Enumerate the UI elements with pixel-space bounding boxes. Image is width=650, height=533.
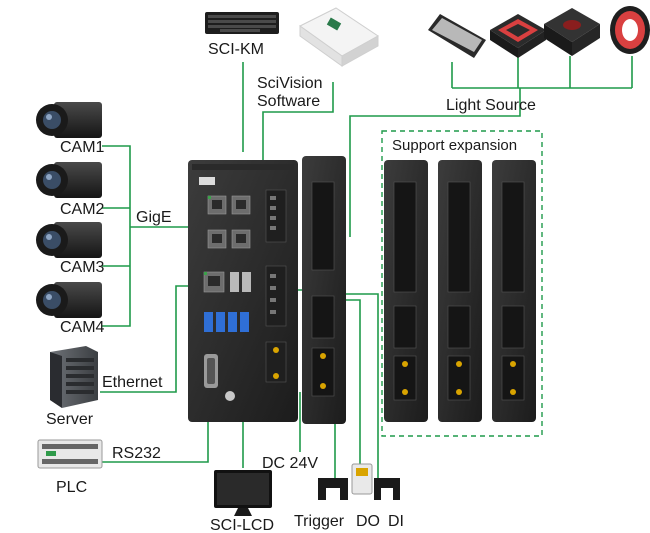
di-sensor-icon	[374, 478, 400, 500]
label-light-source: Light Source	[446, 97, 536, 114]
controller-unit	[188, 160, 298, 422]
label-di: DI	[388, 513, 404, 530]
square-ring-light-icon	[490, 14, 546, 58]
camera-icon-1	[36, 102, 102, 138]
support-expansion-box	[381, 130, 543, 437]
dome-light-icon	[544, 8, 600, 56]
label-dc24v: DC 24V	[262, 455, 318, 472]
server-icon	[50, 346, 98, 408]
label-software: Software	[257, 93, 320, 110]
io-module-attached	[302, 156, 346, 424]
expansion-module-3	[492, 160, 536, 422]
label-cam2: CAM2	[60, 201, 105, 218]
label-server: Server	[46, 411, 94, 428]
ring-light-icon	[610, 6, 650, 54]
label-rs232: RS232	[112, 445, 161, 462]
camera-icon-2	[36, 162, 102, 198]
line-light-bus	[451, 56, 633, 89]
line-light-source	[349, 88, 521, 237]
text-labels: SCI-KM SciVision Software Light Source S…	[46, 41, 536, 533]
label-plc: PLC	[56, 479, 87, 496]
line-scivision	[262, 82, 334, 168]
camera-icon-4	[36, 282, 102, 318]
label-cam4: CAM4	[60, 319, 105, 336]
expansion-module-1	[384, 160, 428, 422]
plc-icon	[37, 439, 103, 469]
label-cam1: CAM1	[60, 139, 105, 156]
trigger-sensor-icon	[318, 478, 348, 500]
connection-lines	[100, 56, 633, 478]
label-sci-lcd: SCI-LCD	[210, 517, 274, 533]
label-support-expansion: Support expansion	[392, 137, 517, 154]
label-gige: GigE	[136, 209, 172, 226]
label-ethernet: Ethernet	[102, 374, 163, 391]
keyboard-icon	[205, 12, 279, 34]
do-relay-icon	[351, 463, 373, 495]
label-sci-km: SCI-KM	[208, 41, 264, 58]
software-box-icon	[299, 7, 379, 67]
label-scivision: SciVision	[257, 75, 323, 92]
expansion-module-2	[438, 160, 482, 422]
bar-light-icon	[428, 14, 486, 58]
monitor-icon	[214, 470, 272, 516]
camera-icon-3	[36, 222, 102, 258]
label-do: DO	[356, 513, 380, 530]
label-cam3: CAM3	[60, 259, 105, 276]
label-trigger: Trigger	[294, 513, 345, 530]
line-gige	[102, 145, 208, 327]
